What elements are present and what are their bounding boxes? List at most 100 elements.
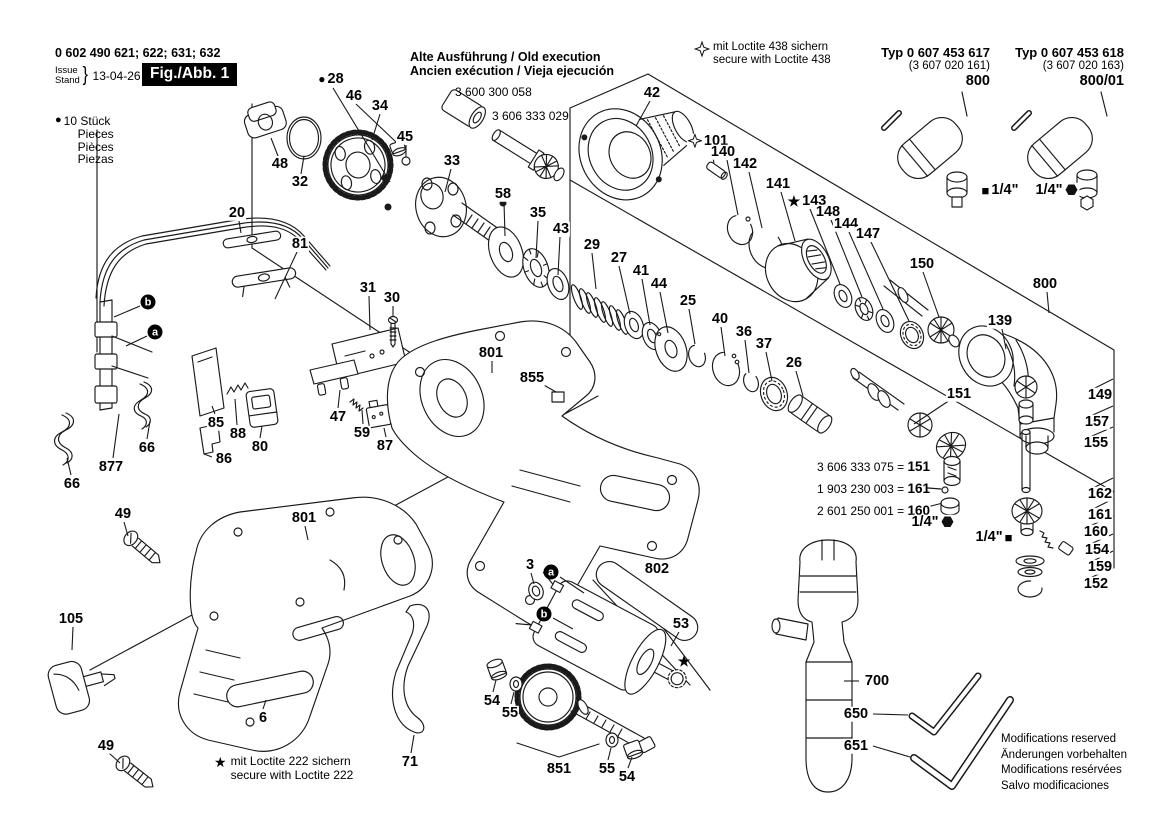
modifications-line-de: Änderungen vorbehalten (1001, 748, 1127, 761)
part-label: 30 (382, 289, 402, 306)
part-label: 152 (1082, 577, 1110, 592)
part-number: 42 (643, 84, 661, 101)
part-number: 651 (843, 737, 869, 754)
part-number: 71 (401, 753, 419, 770)
part-number: 650 (843, 705, 869, 722)
part-label: 140 (709, 145, 737, 160)
dot-icon: ● (318, 72, 326, 86)
part-number: 87 (376, 437, 394, 454)
old-execution-drawing (441, 89, 565, 182)
old-execution-line1: Alte Ausführung / Old execution (410, 50, 601, 64)
part-number: 53 (672, 615, 690, 632)
part-number: 59 (353, 424, 371, 441)
part-number: 44 (650, 275, 668, 292)
hex-key-651-drawing (910, 696, 1014, 790)
part-number: 45 (396, 128, 414, 145)
part-label: 101 (686, 134, 730, 149)
part-label: 151 (945, 387, 973, 402)
part-number: 148 (815, 203, 841, 220)
part-label: 147 (854, 227, 882, 242)
switch-plate-drawing (309, 315, 407, 429)
pieces-unit-fr: Pièces (77, 139, 114, 154)
part-label: 155 (1082, 434, 1110, 451)
part-number: 155 (1083, 434, 1109, 451)
part-label: 81 (290, 237, 310, 252)
part-label: 37 (754, 335, 774, 352)
part-number: 29 (583, 236, 601, 253)
part-number: 37 (755, 335, 773, 352)
part-number: 6 (258, 709, 268, 726)
typ-800-01-code: (3 607 020 163) (1042, 60, 1124, 73)
brace-glyph: } (82, 64, 88, 86)
circled-letter-label: b (536, 606, 552, 622)
part-number: 30 (383, 289, 401, 306)
part-label: 651 (842, 737, 870, 754)
loctite-438-line1: mit Loctite 438 sichern (713, 41, 829, 53)
part-label: 86 (214, 452, 234, 467)
typ-variant-800-01: Typ 0 607 453 618 (3 607 020 163) 800/01 (1000, 45, 1124, 90)
part-label: 1/4" (910, 515, 956, 530)
part-label: ★143 (786, 194, 828, 209)
part-number: 139 (987, 312, 1013, 329)
angle-head-drawing (958, 325, 1074, 598)
pieces-legend: ● 10 Stück Pieces Pièces Piezas (55, 114, 114, 166)
part-label: ●28 (317, 72, 345, 87)
part-label: 31 (358, 281, 378, 296)
part-number: 66 (63, 475, 81, 492)
typ-800-ref: 800 (965, 72, 990, 89)
part-label: 1/4" (1034, 181, 1080, 198)
part-label: 49 (113, 507, 133, 522)
part-number: 700 (864, 672, 890, 689)
output-head-800-drawing (881, 110, 968, 208)
part-number: 55 (501, 704, 519, 721)
cross-ref-row: 1 903 230 003 = 161 (817, 481, 930, 496)
part-label: 87 (375, 437, 395, 454)
cross-reference-list: 3 606 333 075 = 151 1 903 230 003 = 161 … (690, 456, 930, 522)
loctite-222-line1: mit Loctite 222 sichern (230, 754, 351, 768)
part-number: 157 (1084, 413, 1110, 430)
pieces-unit-de: Stück (80, 114, 111, 128)
part-label: 54 (482, 692, 502, 709)
part-number: 85 (207, 414, 225, 431)
figure-label: Fig./Abb. 1 (142, 63, 238, 86)
part-number: 801 (291, 509, 317, 526)
part-label: 42 (642, 84, 662, 101)
part-label: 148 (814, 203, 842, 220)
part-number: 47 (329, 408, 347, 425)
part-label: 33 (442, 154, 462, 169)
part-number: 1/4" (1035, 181, 1063, 198)
part-label: 161 (1086, 506, 1114, 523)
part-number: 20 (228, 204, 246, 221)
part-label: 801 (290, 509, 318, 526)
part-number: 161 (1087, 506, 1113, 523)
part-number: 27 (610, 249, 628, 266)
part-number: 26 (785, 354, 803, 371)
part-label: 159 (1086, 560, 1114, 575)
part-label: 55 (500, 704, 520, 721)
hex-drive-icon (1065, 184, 1078, 196)
part-label: 41 (631, 264, 651, 279)
part-number: 43 (552, 220, 570, 237)
part-label: 150 (908, 257, 936, 272)
loctite-438-line2: secure with Loctite 438 (713, 53, 831, 66)
part-number: 3 (525, 556, 535, 573)
part-label: 650 (842, 705, 870, 722)
part-label: 32 (290, 175, 310, 190)
part-label: 105 (57, 612, 85, 627)
hex-drive-icon (941, 516, 954, 528)
part-label: 800 (1031, 277, 1059, 292)
modifications-note: Modifications reserved Änderungen vorbeh… (1001, 732, 1127, 794)
part-label: 46 (344, 89, 364, 104)
part-number: 54 (483, 692, 501, 709)
part-label: 142 (731, 157, 759, 172)
part-number: 40 (711, 310, 729, 327)
old-execution-line2: Ancien exécution / Vieja ejecución (410, 63, 615, 78)
pieces-count: 10 (63, 114, 78, 128)
typ-800-01-name: Typ 0 607 453 618 (1015, 45, 1124, 60)
gear-cluster-drawing (243, 101, 507, 211)
star-icon: ★ (214, 754, 227, 770)
part-label: 66 (137, 441, 157, 456)
part-number: 80 (251, 438, 269, 455)
